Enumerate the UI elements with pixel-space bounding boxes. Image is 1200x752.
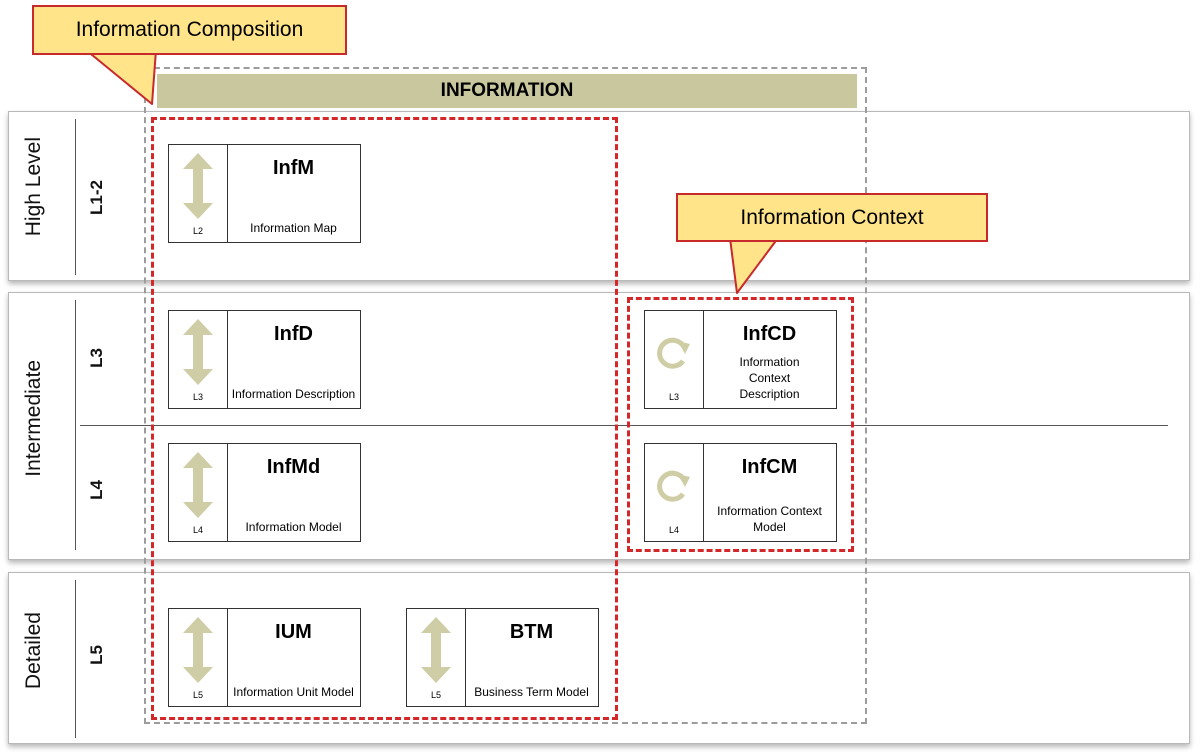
card-level: L4 — [192, 525, 203, 535]
card-icon-panel: L5 — [407, 609, 466, 706]
cycle-icon — [657, 470, 690, 502]
card-abbreviation: IUM — [275, 621, 312, 643]
card-ium[interactable]: L5 IUM Information Unit Model — [168, 608, 361, 707]
context-group-frame — [627, 297, 854, 552]
context-callout: Information Context — [676, 193, 988, 242]
card-name: Information Context Description — [739, 355, 800, 401]
card-name: Information Context Model — [717, 504, 822, 534]
card-level: L3 — [668, 392, 679, 402]
card-abbreviation: InfCM — [741, 456, 798, 478]
card-name: Business Term Model — [474, 685, 589, 699]
composition-group-frame — [151, 117, 618, 720]
card-abbreviation: InfMd — [266, 456, 321, 478]
card-level: L5 — [192, 690, 203, 700]
card-icon-panel: L5 — [169, 609, 228, 706]
card-name: Information Unit Model — [233, 685, 354, 699]
composition-callout-pointer — [85, 49, 157, 105]
card-infm[interactable]: L2 InfM Information Map — [168, 144, 361, 243]
card-btm[interactable]: L5 BTM Business Term Model — [406, 608, 599, 707]
card-name: Information Description — [231, 387, 356, 401]
card-abbreviation: InfCD — [742, 323, 797, 345]
card-name: Information Model — [245, 520, 342, 534]
card-infcm[interactable]: L4 InfCM Information Context Model — [644, 443, 837, 542]
card-icon-panel: L3 — [169, 311, 228, 408]
double-arrow-icon — [421, 617, 451, 683]
card-level: L2 — [192, 226, 203, 236]
card-abbreviation: InfM — [272, 157, 315, 179]
cycle-icon — [657, 337, 690, 369]
separator-high-level — [75, 119, 76, 275]
card-icon-panel: L4 — [645, 444, 704, 541]
separator-intermediate — [75, 300, 76, 550]
information-column-frame — [144, 67, 867, 724]
divider-l3-l4 — [80, 425, 1168, 426]
card-level: L5 — [430, 690, 441, 700]
card-level: L4 — [668, 525, 679, 535]
card-infmd[interactable]: L4 InfMd Information Model — [168, 443, 361, 542]
card-name: Information Map — [250, 221, 337, 235]
double-arrow-icon — [183, 617, 213, 683]
card-level: L3 — [192, 392, 203, 402]
card-icon-panel: L4 — [169, 444, 228, 541]
double-arrow-icon — [183, 319, 213, 385]
card-abbreviation: BTM — [509, 621, 554, 643]
card-abbreviation: InfD — [274, 323, 313, 345]
information-header: INFORMATION — [157, 74, 857, 108]
card-icon-panel: L3 — [645, 311, 704, 408]
separator-detailed — [75, 580, 76, 738]
composition-callout: Information Composition — [32, 5, 347, 55]
double-arrow-icon — [183, 452, 213, 518]
card-icon-panel: L2 — [169, 145, 228, 242]
double-arrow-icon — [183, 153, 213, 219]
context-callout-pointer — [729, 237, 779, 294]
card-infcd[interactable]: L3 InfCD Information Context Description — [644, 310, 837, 409]
card-infd[interactable]: L3 InfD Information Description — [168, 310, 361, 409]
